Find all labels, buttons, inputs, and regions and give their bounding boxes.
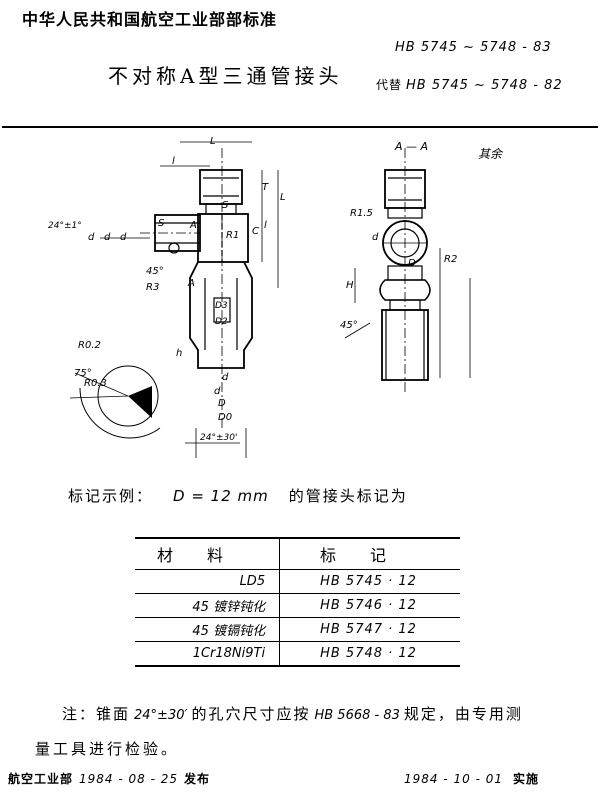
effective-info: 1984 - 10 - 01 实施	[404, 770, 539, 787]
dim-r2: R2	[444, 254, 457, 265]
surface-roughness-note: 其余	[478, 147, 504, 161]
dim-D0: D0	[218, 412, 232, 423]
dim-d5: d	[214, 386, 221, 397]
dim-angle-75: 75°	[74, 368, 92, 379]
note-standard-ref: HB 5668 - 83	[314, 708, 400, 723]
dim-d4: d	[222, 372, 229, 383]
material-cell: LD5	[135, 569, 280, 594]
material-table: 材料 标记 LD5 HB 5745 · 12 45 镀锌钝化 HB 5746 ·…	[135, 537, 460, 667]
replaces-label: 代替	[376, 78, 403, 92]
section-mark-a-bottom: A	[187, 278, 195, 289]
dim-angle-top: 24°±1°	[48, 221, 82, 231]
dim-L2: L	[280, 192, 286, 203]
standard-number: HB 5745 ~ 5748 - 83	[395, 40, 552, 55]
marking-equation: D = 12 mm	[173, 487, 269, 505]
header-material: 材料	[135, 537, 280, 570]
dim-d1-section: d	[372, 232, 379, 243]
dim-s1: S	[222, 200, 229, 211]
note-text: 的孔穴尺寸应按	[191, 705, 311, 723]
issue-info: 航空工业部 1984 - 08 - 25 发布	[8, 770, 210, 787]
dim-L: L	[210, 136, 216, 147]
dim-r02: R0.2	[78, 340, 101, 351]
technical-drawing: L l T L l S S 24°±1° d d d C R1 A A R3 4…	[48, 136, 504, 458]
table-header-row: 材料 标记	[135, 537, 460, 570]
note-angle: 24°±30′	[134, 708, 188, 723]
dim-D1: D	[218, 398, 226, 409]
note-text: 注：锥面	[62, 705, 131, 723]
table-row: LD5 HB 5745 · 12	[135, 569, 460, 594]
table-row: 1Cr18Ni9Ti HB 5748 · 12	[135, 641, 460, 667]
material-cell: 1Cr18Ni9Ti	[135, 641, 280, 667]
note-line-2: 量工具进行检验。	[35, 740, 180, 758]
dim-s2: S	[158, 218, 165, 229]
detail-view	[69, 365, 161, 439]
dim-h: h	[176, 348, 182, 359]
issue-label: 发布	[184, 772, 211, 786]
dim-l3: l	[264, 220, 267, 231]
header-rule	[2, 126, 598, 128]
material-cell: 45 镀锌钝化	[135, 593, 280, 618]
dim-r3: R3	[146, 282, 159, 293]
dim-T: T	[262, 182, 269, 193]
dim-r1: R1	[226, 230, 239, 241]
dim-angle-bottom: 24°±30'	[200, 433, 237, 443]
material-cell: 45 镀镉钝化	[135, 617, 280, 642]
dim-D3: D3	[215, 301, 228, 311]
dim-d2: d	[104, 232, 111, 243]
dim-d3: d	[120, 232, 127, 243]
dim-H: H	[346, 280, 354, 291]
dim-D2: D2	[215, 317, 228, 327]
main-view	[100, 141, 279, 458]
issue-date: 1984 - 08 - 25	[79, 772, 179, 786]
document-title: 不对称A型三通管接头	[108, 64, 343, 88]
note-text: 规定，由专用测	[403, 705, 523, 723]
marking-cell: HB 5747 · 12	[279, 617, 460, 642]
marking-tail: 的管接头标记为	[288, 487, 408, 505]
effective-date: 1984 - 10 - 01	[404, 772, 503, 786]
section-mark-a-top: A	[189, 220, 197, 231]
dim-l1: l	[172, 156, 175, 167]
dim-D-section: D	[408, 258, 416, 269]
table-row: 45 镀镉钝化 HB 5747 · 12	[135, 617, 460, 642]
dim-d: d	[88, 232, 95, 243]
marking-lead: 标记示例：	[68, 487, 154, 505]
dim-r15: R1.5	[350, 208, 373, 219]
dim-c: C	[252, 226, 259, 237]
marking-cell: HB 5748 · 12	[279, 641, 460, 667]
marking-example: 标记示例： D = 12 mm 的管接头标记为	[68, 485, 408, 506]
marking-cell: HB 5745 · 12	[279, 569, 460, 594]
section-label: A — A	[394, 140, 428, 153]
issuer: 航空工业部	[8, 772, 74, 786]
dim-r03: R0.3	[84, 378, 107, 389]
dim-angle-45: 45°	[146, 266, 164, 277]
marking-cell: HB 5746 · 12	[279, 593, 460, 618]
dim-angle-45-section: 45°	[340, 320, 358, 331]
effective-label: 实施	[513, 772, 540, 786]
header-marking: 标记	[279, 537, 460, 570]
issuing-organization: 中华人民共和国航空工业部部标准	[22, 10, 278, 29]
table-row: 45 镀锌钝化 HB 5746 · 12	[135, 593, 460, 618]
section-view	[344, 148, 471, 393]
replaces-number: HB 5745 ~ 5748 - 82	[406, 78, 563, 93]
